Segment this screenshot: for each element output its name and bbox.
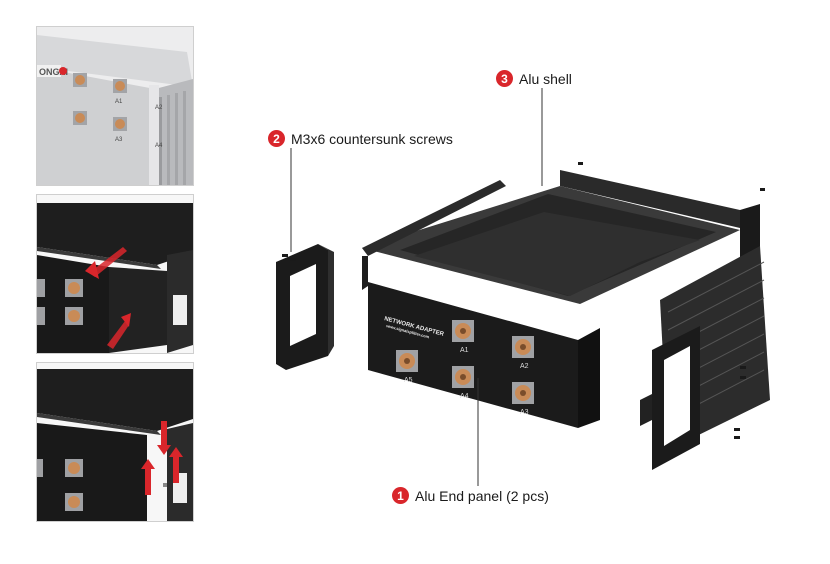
thumbnail-screw-step: [36, 362, 194, 522]
callout-shell: 3 Alu shell: [496, 70, 572, 87]
thumb-connector-label: A1: [115, 99, 123, 105]
callout-end-panel: 1 Alu End panel (2 pcs): [392, 487, 549, 504]
thumb-connector-label: A3: [115, 137, 123, 143]
n-connector: [396, 350, 418, 372]
arrow-insert-icon: [89, 247, 127, 277]
callout-label: Alu End panel (2 pcs): [415, 487, 549, 504]
thumbnail-assembled-silver: ONGXI A1 A2 A3 A4: [36, 26, 194, 186]
slide-panel-step-image: [37, 195, 193, 353]
screw-step-image: [37, 363, 193, 521]
callout-screws: 2 M3x6 countersunk screws: [268, 130, 453, 147]
n-connector: [452, 366, 474, 388]
n-connector: [452, 320, 474, 342]
connector-label: A4: [460, 393, 469, 400]
thumb-connector: [113, 79, 127, 93]
thumb-connector-label: A4: [155, 143, 163, 149]
thumb-connector: [73, 111, 87, 125]
connector-label: A5: [404, 377, 413, 384]
arrow-insert-icon: [107, 321, 129, 349]
brand-logo-text: ONGXI: [39, 67, 68, 77]
thumb-connector-label: A2: [155, 105, 163, 111]
arrow-down-icon: [161, 421, 167, 447]
connector-label: A3: [520, 409, 529, 416]
arrow-head-icon: [85, 261, 99, 279]
callout-label: M3x6 countersunk screws: [291, 130, 453, 147]
assembled-enclosure-image: ONGXI A1 A2 A3 A4: [37, 27, 193, 185]
callout-number-badge: 3: [496, 70, 513, 87]
thumb-connector: [113, 117, 127, 131]
brand-logo-mark: [59, 67, 67, 75]
arrow-head-icon: [121, 313, 131, 327]
callout-number-badge: 2: [268, 130, 285, 147]
thumbnail-slide-panel-step: [36, 194, 194, 354]
connector-label: A2: [520, 363, 529, 370]
screw-icon: [282, 162, 765, 439]
thumb-connector: [73, 73, 87, 87]
arrow-up-icon: [145, 467, 151, 495]
connector-label: A1: [460, 347, 469, 354]
n-connector: [512, 336, 534, 358]
arrow-up-icon: [173, 455, 179, 483]
callout-number-badge: 1: [392, 487, 409, 504]
callout-label: Alu shell: [519, 70, 572, 87]
n-connector: [512, 382, 534, 404]
